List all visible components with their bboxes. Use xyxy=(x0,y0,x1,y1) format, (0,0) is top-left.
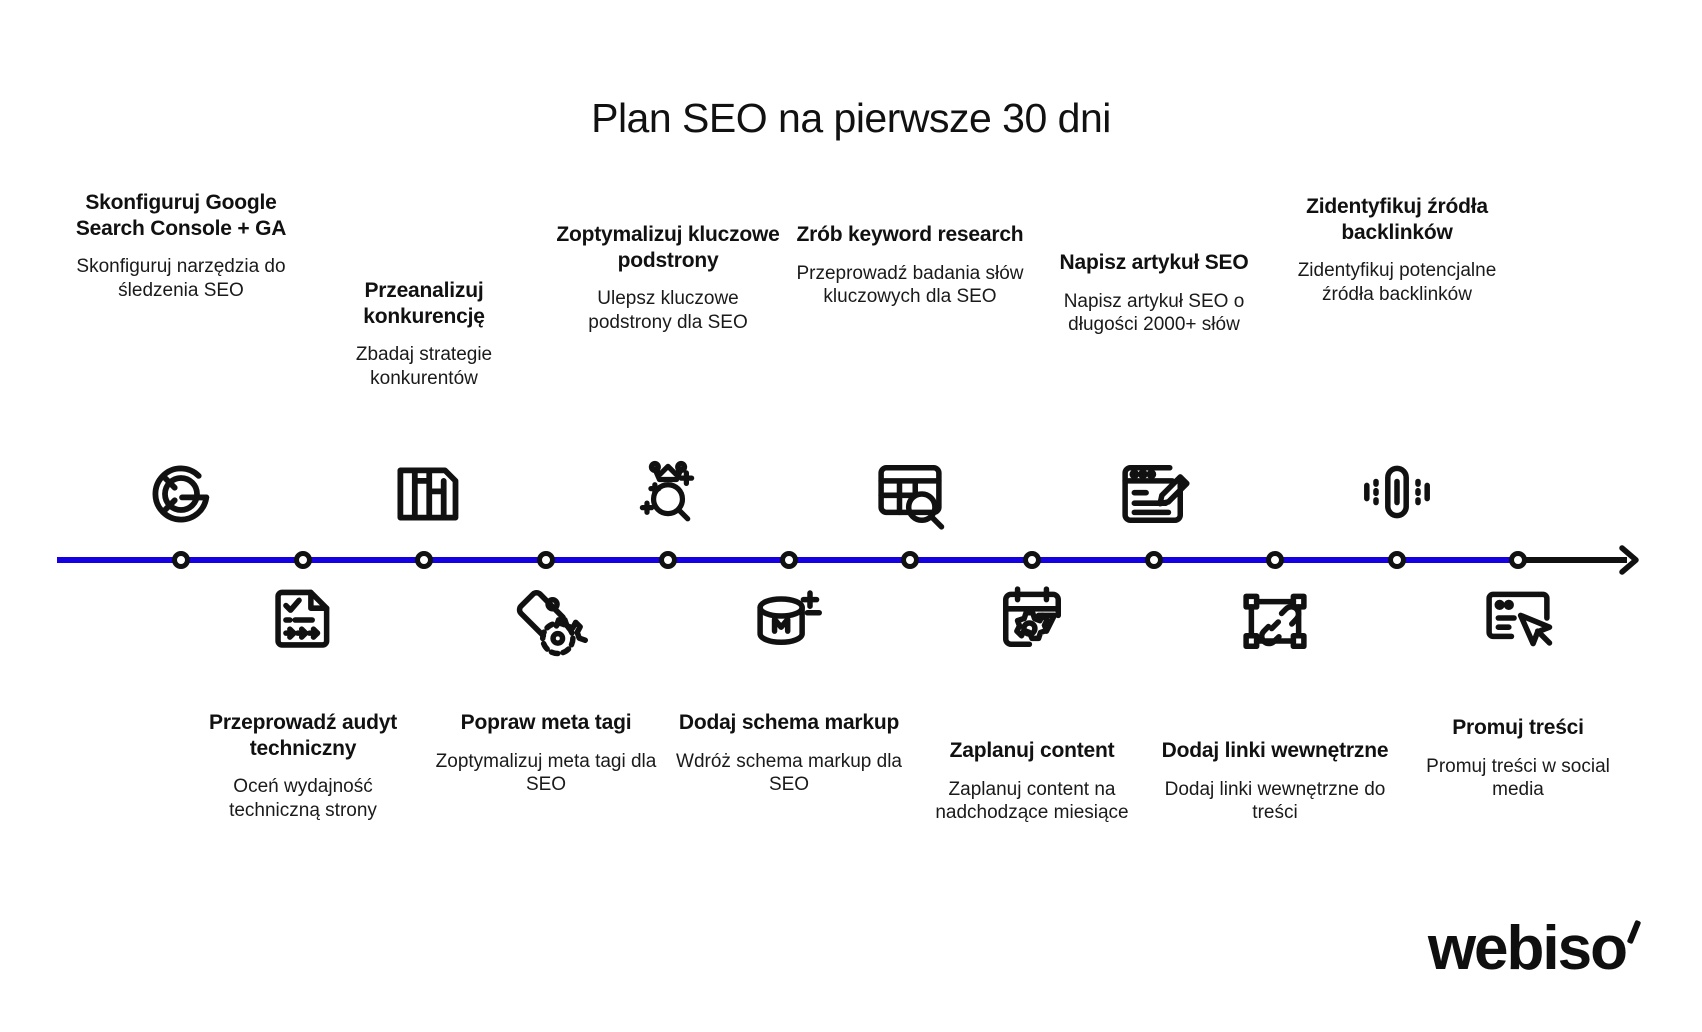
step-below-3-desc: Wdróż schema markup dla SEO xyxy=(676,750,902,796)
step-above-6-desc: Zidentyfikuj potencjalne źródła backlink… xyxy=(1297,260,1497,305)
timeline-axis xyxy=(0,540,1702,580)
timeline-node-6[interactable] xyxy=(780,551,798,569)
step-below-1: Przeprowadź audyt techniczny Oceń wydajn… xyxy=(188,710,418,822)
timeline-node-11[interactable] xyxy=(1388,551,1406,569)
step-below-2: Popraw meta tagi Zoptymalizuj meta tagi … xyxy=(431,710,661,797)
step-above-5: Napisz artykuł SEO Napisz artykuł SEO o … xyxy=(1039,250,1269,337)
timeline-node-5[interactable] xyxy=(659,551,677,569)
step-below-4-desc: Zaplanuj content na nadchodzące miesiące xyxy=(935,778,1129,824)
step-above-3: Zoptymalizuj kluczowe podstrony Ulepsz k… xyxy=(553,222,783,334)
step-below-1-desc: Oceń wydajność techniczną strony xyxy=(229,776,377,821)
step-above-4-desc: Przeprowadź badania słów kluczowych dla … xyxy=(796,262,1024,308)
page-title: Plan SEO na pierwsze 30 dni xyxy=(591,95,1111,141)
step-below-2-heading: Popraw meta tagi xyxy=(460,711,632,734)
browser-pencil-icon xyxy=(1112,452,1196,536)
brand-logo-text: webiso xyxy=(1427,914,1628,983)
crown-search-icon xyxy=(626,444,710,528)
step-below-5-desc: Dodaj linki wewnętrzne do treści xyxy=(1164,778,1386,824)
step-above-5-desc: Napisz artykuł SEO o długości 2000+ słów xyxy=(1063,290,1245,336)
google-g-icon xyxy=(139,452,223,536)
step-above-6: Zidentyfikuj źródła backlinków Zidentyfi… xyxy=(1282,194,1512,306)
arrow-right-icon xyxy=(1612,543,1646,577)
step-above-5-heading: Napisz artykuł SEO xyxy=(1059,251,1249,274)
step-above-2: Przeanalizuj konkurencję Zbadaj strategi… xyxy=(309,278,539,390)
step-below-5: Dodaj linki wewnętrzne Dodaj linki wewnę… xyxy=(1160,738,1390,825)
timeline-line-black xyxy=(1515,557,1627,563)
step-below-5-heading: Dodaj linki wewnętrzne xyxy=(1161,739,1389,762)
step-below-3-heading: Dodaj schema markup xyxy=(678,711,900,734)
database-markup-icon xyxy=(747,576,831,660)
tag-gear-icon xyxy=(504,578,588,662)
step-below-6-desc: Promuj treści w social media xyxy=(1426,755,1610,801)
document-check-icon xyxy=(261,578,345,662)
step-above-3-heading: Zoptymalizuj kluczowe podstrony xyxy=(556,223,780,272)
step-above-4: Zrób keyword research Przeprowadź badani… xyxy=(795,222,1025,309)
link-nodes-icon xyxy=(1233,578,1317,662)
step-below-4-heading: Zaplanuj content xyxy=(949,739,1115,762)
link-signal-icon xyxy=(1355,450,1439,534)
step-above-1-desc: Skonfiguruj narzędzia do śledzenia SEO xyxy=(76,256,286,301)
bar-chart-icon xyxy=(382,452,466,536)
timeline-node-12[interactable] xyxy=(1509,551,1527,569)
step-below-6: Promuj treści Promuj treści w social med… xyxy=(1403,715,1633,802)
step-above-2-desc: Zbadaj strategie konkurentów xyxy=(355,344,493,389)
timeline-node-1[interactable] xyxy=(172,551,190,569)
step-below-2-desc: Zoptymalizuj meta tagi dla SEO xyxy=(435,750,657,796)
step-above-6-heading: Zidentyfikuj źródła backlinków xyxy=(1306,195,1488,244)
calendar-gear-icon xyxy=(990,576,1074,660)
timeline-node-3[interactable] xyxy=(415,551,433,569)
step-above-1-heading: Skonfiguruj Google Search Console + GA xyxy=(75,191,287,240)
step-above-1: Skonfiguruj Google Search Console + GA S… xyxy=(66,190,296,302)
table-search-icon xyxy=(868,452,952,536)
step-below-4: Zaplanuj content Zaplanuj content na nad… xyxy=(917,738,1147,825)
logo-tick-icon xyxy=(1628,920,1644,946)
brand-logo[interactable]: webiso xyxy=(1428,918,1644,980)
step-below-3: Dodaj schema markup Wdróż schema markup … xyxy=(674,710,904,797)
timeline-node-7[interactable] xyxy=(901,551,919,569)
timeline-node-2[interactable] xyxy=(294,551,312,569)
step-above-3-desc: Ulepsz kluczowe podstrony dla SEO xyxy=(588,288,748,333)
ad-click-icon xyxy=(1476,576,1560,660)
step-below-6-heading: Promuj treści xyxy=(1452,716,1584,739)
timeline-node-9[interactable] xyxy=(1145,551,1163,569)
timeline-node-8[interactable] xyxy=(1023,551,1041,569)
step-above-2-heading: Przeanalizuj konkurencję xyxy=(363,279,485,328)
timeline-node-10[interactable] xyxy=(1266,551,1284,569)
timeline-node-4[interactable] xyxy=(537,551,555,569)
step-below-1-heading: Przeprowadź audyt techniczny xyxy=(209,711,397,760)
step-above-4-heading: Zrób keyword research xyxy=(796,223,1024,246)
